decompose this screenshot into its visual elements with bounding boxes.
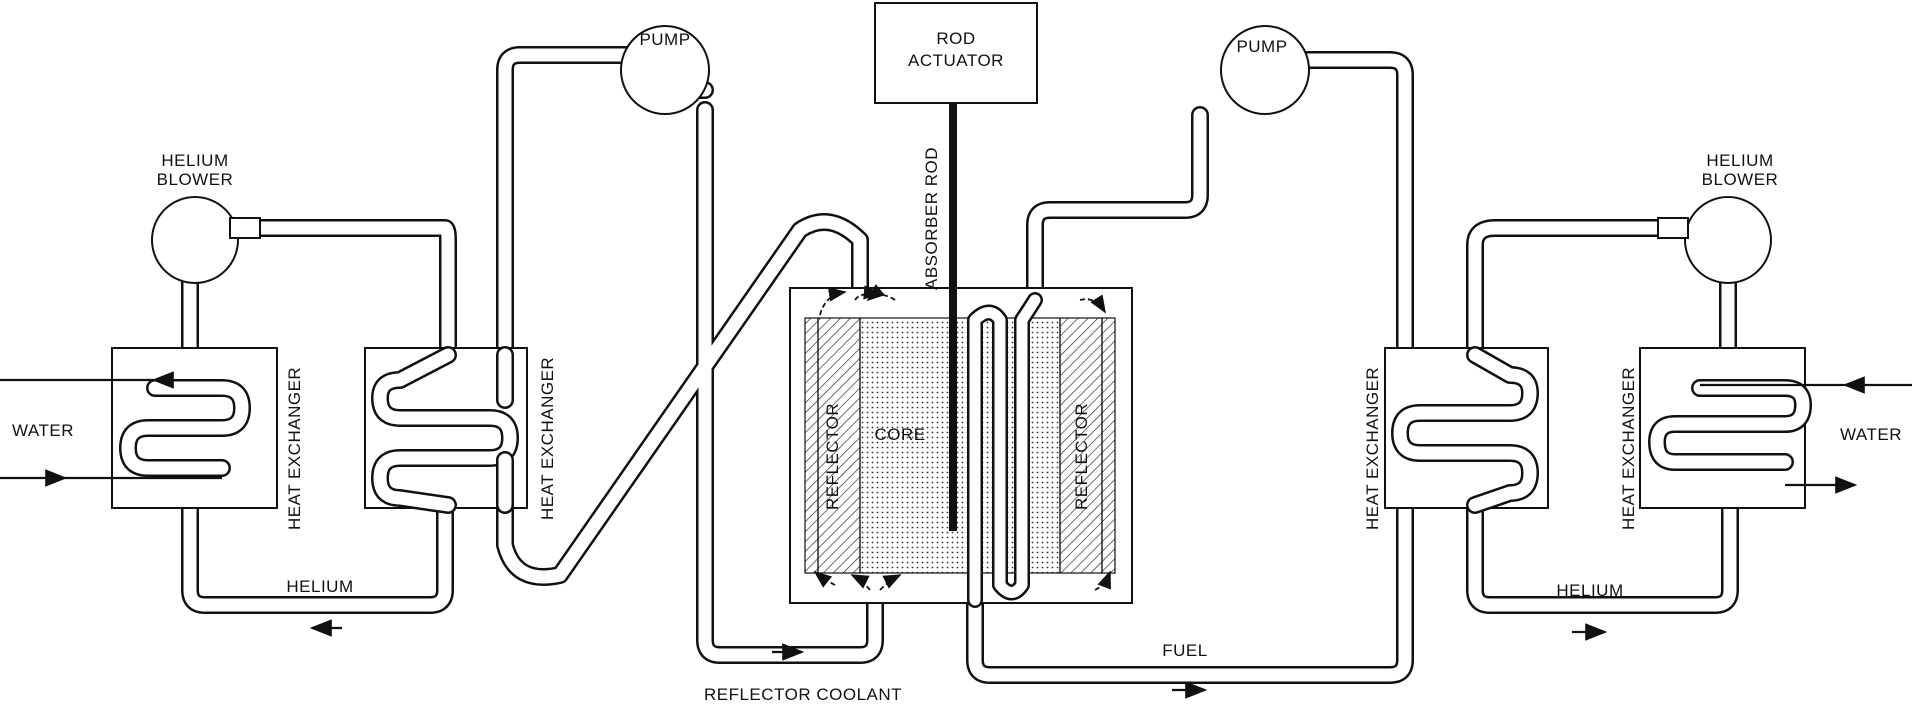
reflector-coolant-label: REFLECTOR COOLANT xyxy=(704,685,902,704)
water-left-label: WATER xyxy=(12,421,74,440)
heat-exchanger-1-label: HEAT EXCHANGER xyxy=(285,367,304,530)
helium-blower-left: HELIUM BLOWER xyxy=(151,151,261,284)
pump-left-label: PUMP xyxy=(639,30,690,49)
absorber-rod-label: ABSORBER ROD xyxy=(922,147,941,290)
helium-left-label: HELIUM xyxy=(286,577,353,596)
heat-exchanger-3-label: HEAT EXCHANGER xyxy=(1363,367,1382,530)
loop-flow-arrows xyxy=(309,619,1608,699)
core-label: CORE xyxy=(874,425,925,444)
helium-blower-left-label-1: HELIUM xyxy=(161,151,228,170)
pump-left: PUMP xyxy=(620,25,714,115)
heat-exchanger-2: HEAT EXCHANGER xyxy=(364,346,557,520)
heat-exchanger-2-label: HEAT EXCHANGER xyxy=(538,357,557,520)
reflector-right-label: REFLECTOR xyxy=(1072,403,1091,510)
rod-actuator-label-2: ACTUATOR xyxy=(908,51,1004,70)
absorber-rod xyxy=(949,103,957,531)
water-right-label: WATER xyxy=(1840,425,1902,444)
pump-right-label: PUMP xyxy=(1236,37,1287,56)
heat-exchanger-4-label: HEAT EXCHANGER xyxy=(1619,367,1638,530)
pump-right: PUMP xyxy=(1220,25,1310,115)
rod-actuator-label-1: ROD xyxy=(936,29,975,48)
fuel-label: FUEL xyxy=(1162,641,1207,660)
heat-exchanger-3: HEAT EXCHANGER xyxy=(1363,346,1549,530)
helium-blower-right-label-2: BLOWER xyxy=(1702,170,1779,189)
helium-blower-right: HELIUM BLOWER xyxy=(1657,151,1779,284)
reactor-core-vessel: ABSORBER ROD CORE REFLECTOR REFLECTOR xyxy=(789,103,1133,608)
reflector-left-label: REFLECTOR xyxy=(823,403,842,510)
helium-blower-right-label-1: HELIUM xyxy=(1706,151,1773,170)
heat-exchanger-1: HEAT EXCHANGER xyxy=(0,347,304,530)
helium-right-label: HELIUM xyxy=(1556,581,1623,600)
rod-actuator: ROD ACTUATOR xyxy=(874,2,1038,104)
helium-blower-left-label-2: BLOWER xyxy=(157,170,234,189)
heat-exchanger-4: HEAT EXCHANGER xyxy=(1619,347,1912,530)
